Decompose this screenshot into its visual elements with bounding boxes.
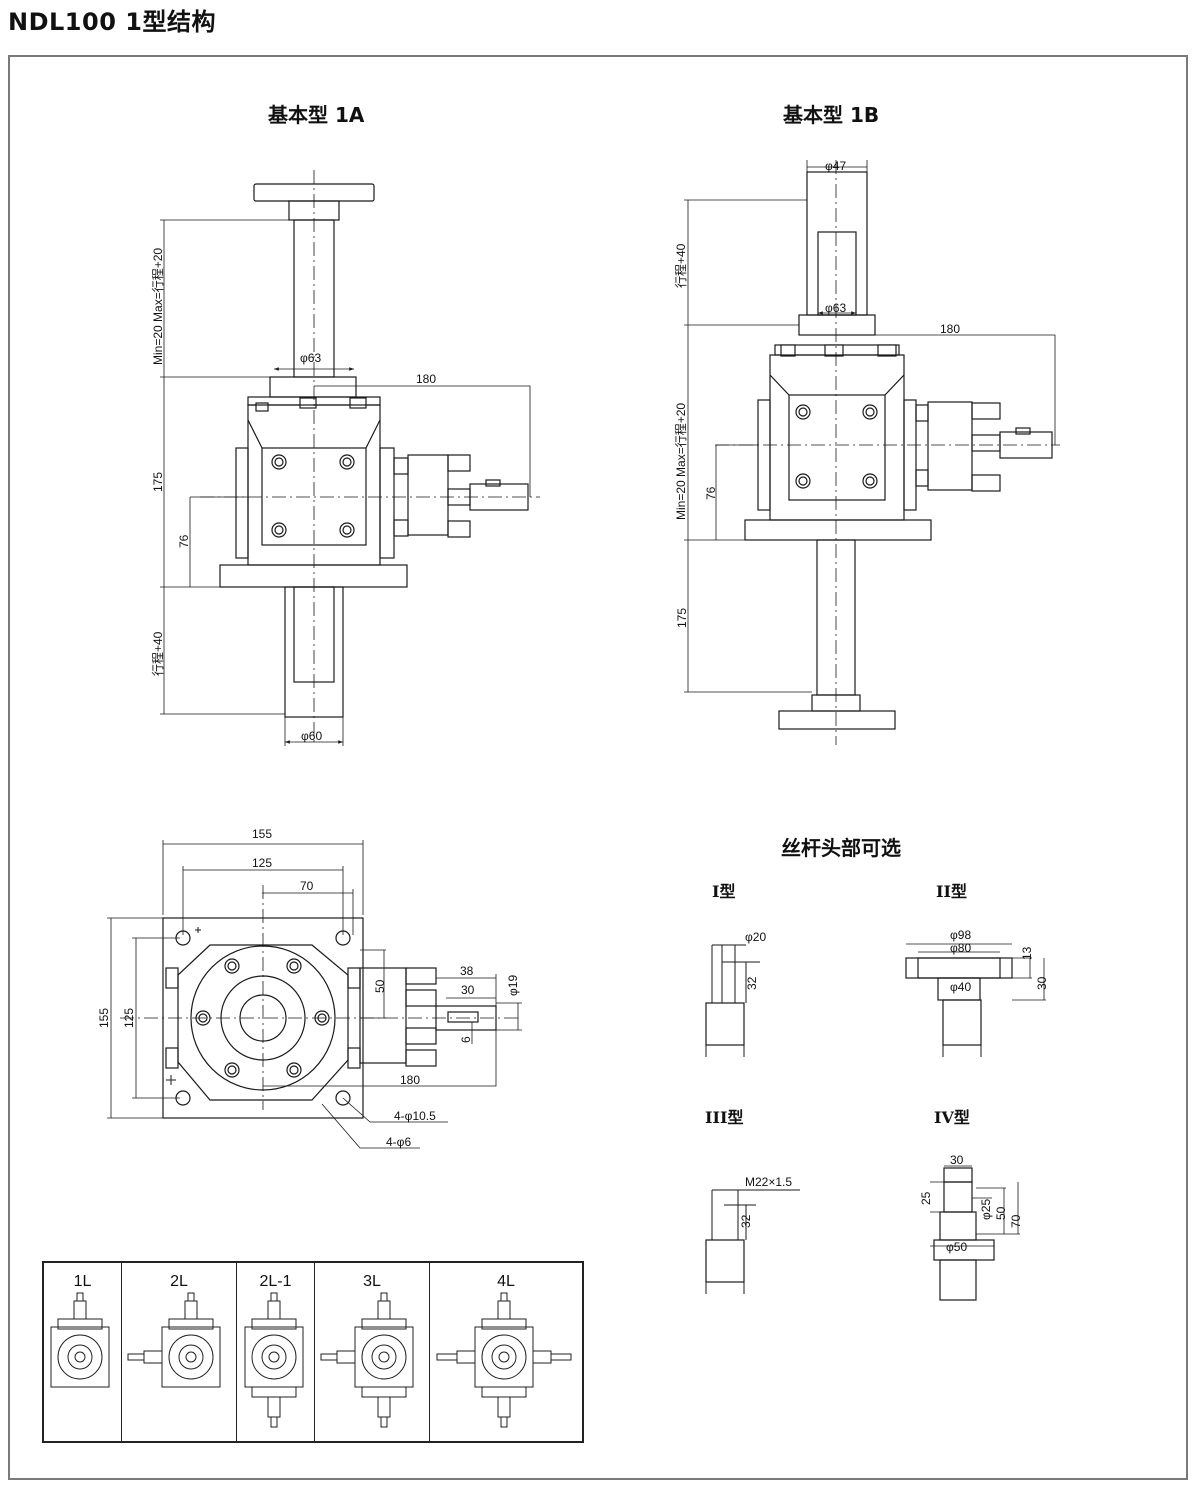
dim-type2-d80: φ80 (950, 941, 972, 955)
dim-type2-h30: 30 (1035, 976, 1049, 990)
config-label: 1L (73, 1273, 92, 1290)
config-4l-diagram (436, 1292, 572, 1428)
drawing-frame (8, 55, 1188, 1480)
config-label: 4L (497, 1273, 515, 1290)
dim-top-diameter-19: φ19 (506, 974, 520, 996)
dim-type4-h50: 50 (994, 1206, 1008, 1220)
dim-1a-width-180: 180 (416, 372, 437, 386)
dim-type2-h13: 13 (1020, 946, 1034, 960)
dim-top-height-155: 155 (97, 1007, 111, 1028)
dim-1b-height-175: 175 (675, 607, 689, 628)
config-1l-diagram (50, 1292, 110, 1388)
screw-head-type-2-label: II型 (936, 882, 967, 901)
dim-type4-d25: φ25 (979, 1198, 993, 1220)
dim-type3-thread: M22×1.5 (745, 1175, 793, 1189)
screw-head-type-1-label: I型 (712, 882, 736, 901)
dim-type3-length: 32 (739, 1214, 753, 1228)
config-cell-2l: 2L (122, 1263, 237, 1441)
dim-type2-d40: φ40 (950, 980, 972, 994)
view-1b-drawing (684, 160, 1060, 745)
view-1b-title: 基本型 1B (783, 103, 880, 127)
dim-type2-d98: φ98 (950, 928, 972, 942)
dim-top-width-125: 125 (252, 856, 273, 870)
dim-type1-diameter: φ20 (745, 930, 767, 944)
dim-1a-height-76: 76 (177, 534, 191, 548)
config-cell-2l-1: 2L-1 (237, 1263, 315, 1441)
dim-1b-screw-diameter: φ63 (825, 301, 847, 315)
dim-1b-top-diameter: φ47 (825, 159, 847, 173)
dim-top-width-70: 70 (300, 879, 314, 893)
page-title: NDL100 1型结构 (8, 8, 216, 36)
screw-head-type-3-label: III型 (705, 1108, 744, 1127)
configuration-table: 1L 2L 2L-1 3L (42, 1261, 584, 1443)
config-cell-1l: 1L (44, 1263, 122, 1441)
config-3l-diagram (320, 1292, 414, 1428)
dim-top-height-125: 125 (122, 1007, 136, 1028)
screw-head-type-4-label: IV型 (934, 1108, 970, 1127)
screw-head-type-2-drawing (905, 943, 1046, 1057)
dim-1a-stroke-range: Min=20 Max=行程+20 (151, 247, 165, 365)
dim-type4-w30: 30 (950, 1153, 964, 1167)
dim-type4-h70: 70 (1009, 1214, 1023, 1228)
view-1a-title: 基本型 1A (268, 103, 365, 127)
screw-heads-title: 丝杆头部可选 (781, 836, 901, 860)
config-label: 2L (170, 1273, 188, 1290)
dim-top-width-180: 180 (400, 1073, 421, 1087)
dim-top-height-50: 50 (373, 979, 387, 993)
dim-top-width-30: 30 (461, 983, 475, 997)
config-cell-4l: 4L (430, 1263, 582, 1441)
dim-top-key-6: 6 (459, 1036, 473, 1043)
view-1a-drawing (160, 170, 540, 746)
dim-type4-d50: φ50 (946, 1240, 968, 1254)
dim-1a-travel: 行程+40 (151, 631, 165, 676)
dim-top-holes-small: 4-φ6 (386, 1135, 412, 1149)
dim-type1-length: 32 (745, 976, 759, 990)
dim-1b-height-76: 76 (704, 486, 718, 500)
dim-type4-h25: 25 (919, 1191, 933, 1205)
dim-top-holes-large: 4-φ10.5 (394, 1109, 436, 1123)
dim-1b-travel: 行程+40 (674, 243, 688, 288)
dim-top-width-155: 155 (252, 827, 273, 841)
config-label: 2L-1 (259, 1273, 292, 1290)
top-view-drawing (107, 840, 522, 1149)
dim-1b-width-180: 180 (940, 322, 961, 336)
config-label: 3L (363, 1273, 381, 1290)
dim-1a-screw-diameter: φ63 (300, 351, 322, 365)
dim-top-width-38: 38 (460, 964, 474, 978)
screw-head-type-4-drawing (930, 1165, 1020, 1301)
screw-head-type-3-drawing (705, 1189, 800, 1294)
dim-1a-bottom-diameter: φ60 (301, 729, 323, 743)
dim-1a-height-175: 175 (151, 471, 165, 492)
screw-head-type-1-drawing (705, 944, 760, 1057)
dim-1b-stroke-range: Min=20 Max=行程+20 (674, 402, 688, 520)
config-2l-diagram (127, 1292, 221, 1388)
config-cell-3l: 3L (315, 1263, 430, 1441)
config-2l-1-diagram (244, 1292, 304, 1428)
